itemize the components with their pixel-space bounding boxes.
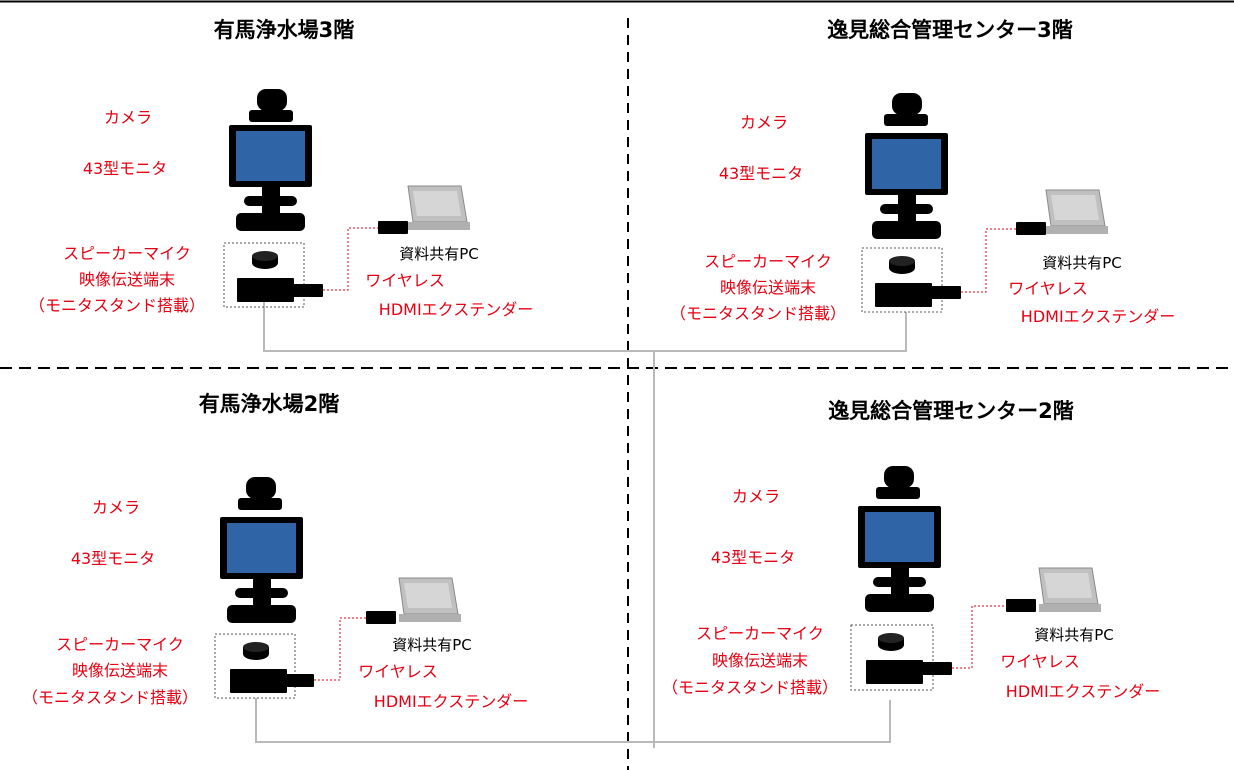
monitor-icon	[858, 506, 941, 612]
device-group-outline	[223, 242, 305, 308]
hdmi-link-line	[314, 617, 366, 681]
device-group-outline	[861, 247, 943, 313]
transmitter-icon	[875, 283, 961, 307]
laptop-icon	[1045, 189, 1108, 234]
site-title: 逸見総合管理センター2階	[828, 399, 1074, 423]
site-title: 有馬浄水場2階	[199, 392, 340, 416]
wireless-label: ワイヤレス	[365, 271, 445, 290]
transmitter-icon	[866, 660, 952, 684]
transmitter-icon	[237, 278, 323, 302]
wireless-label: ワイヤレス	[1000, 652, 1080, 671]
hdmi-extender-icon	[1006, 599, 1036, 612]
camera-icon	[884, 93, 928, 126]
site-arima-2f: 有馬浄水場2階 カメラ 43型モニタ スピーカーマイク 映像伝送端末 （モニタス…	[22, 392, 528, 711]
monitor-icon	[220, 517, 303, 623]
monitor-icon	[229, 125, 312, 231]
device-group-outline	[850, 624, 934, 691]
site-hemi-3f: 逸見総合管理センター3階 カメラ 43型モニタ スピーカーマイク 映像伝送端末 …	[670, 18, 1175, 326]
hdmi-extender-icon	[378, 221, 408, 234]
monitor-label: 43型モニタ	[71, 549, 155, 568]
speaker-mic-icon	[243, 642, 269, 660]
site-title: 逸見総合管理センター3階	[827, 18, 1073, 42]
camera-icon	[249, 89, 293, 122]
speaker-mic-label: スピーカーマイク	[704, 252, 832, 271]
transmitter-label: 映像伝送端末	[720, 278, 816, 297]
transmitter-label: 映像伝送端末	[712, 651, 808, 670]
site-hemi-2f: 逸見総合管理センター2階 カメラ 43型モニタ スピーカーマイク 映像伝送端末 …	[662, 399, 1160, 701]
stand-label: （モニタスタンド搭載）	[22, 688, 198, 707]
laptop-icon	[1038, 567, 1101, 612]
camera-label: カメラ	[92, 498, 140, 517]
camera-icon	[238, 477, 282, 510]
camera-label: カメラ	[104, 108, 152, 127]
hdmi-extender-icon	[366, 611, 396, 624]
site-title: 有馬浄水場3階	[214, 18, 355, 42]
speaker-mic-icon	[889, 256, 915, 274]
laptop-icon	[407, 185, 470, 230]
monitor-label: 43型モニタ	[719, 164, 803, 183]
hdmi-extender-label: HDMIエクステンダー	[1021, 307, 1175, 326]
laptop-icon	[398, 577, 461, 622]
camera-icon	[876, 466, 920, 499]
transmitter-label: 映像伝送端末	[79, 270, 175, 289]
speaker-mic-label: スピーカーマイク	[696, 624, 824, 643]
site-arima-3f: 有馬浄水場3階 カメラ 43型モニタ スピーカーマイク 映像伝送端末 （モニタス…	[29, 18, 533, 319]
pc-label: 資料共有PC	[399, 245, 479, 263]
device-group-outline	[214, 633, 296, 699]
stand-label: （モニタスタンド搭載）	[662, 678, 838, 697]
pc-label: 資料共有PC	[1034, 626, 1114, 644]
stand-label: （モニタスタンド搭載）	[670, 304, 846, 323]
monitor-label: 43型モニタ	[711, 548, 795, 567]
camera-label: カメラ	[732, 487, 780, 506]
hdmi-extender-label: HDMIエクステンダー	[379, 300, 533, 319]
monitor-label: 43型モニタ	[83, 159, 167, 178]
camera-label: カメラ	[740, 113, 788, 132]
transmitter-label: 映像伝送端末	[72, 661, 168, 680]
hdmi-link-line	[952, 605, 1006, 669]
monitor-icon	[865, 133, 948, 239]
pc-label: 資料共有PC	[392, 636, 472, 654]
wireless-label: ワイヤレス	[358, 662, 438, 681]
stand-label: （モニタスタンド搭載）	[29, 296, 205, 315]
speaker-mic-icon	[252, 251, 278, 269]
speaker-mic-icon	[878, 633, 904, 651]
hdmi-link-line	[323, 227, 378, 291]
speaker-mic-label: スピーカーマイク	[56, 635, 184, 654]
transmitter-icon	[230, 669, 314, 693]
hdmi-extender-label: HDMIエクステンダー	[1006, 682, 1160, 701]
wireless-label: ワイヤレス	[1008, 279, 1088, 298]
hdmi-extender-label: HDMIエクステンダー	[374, 692, 528, 711]
network-cables	[255, 300, 907, 748]
hdmi-extender-icon	[1016, 222, 1046, 235]
pc-label: 資料共有PC	[1042, 254, 1122, 272]
speaker-mic-label: スピーカーマイク	[63, 244, 191, 263]
hdmi-link-line	[961, 228, 1016, 293]
